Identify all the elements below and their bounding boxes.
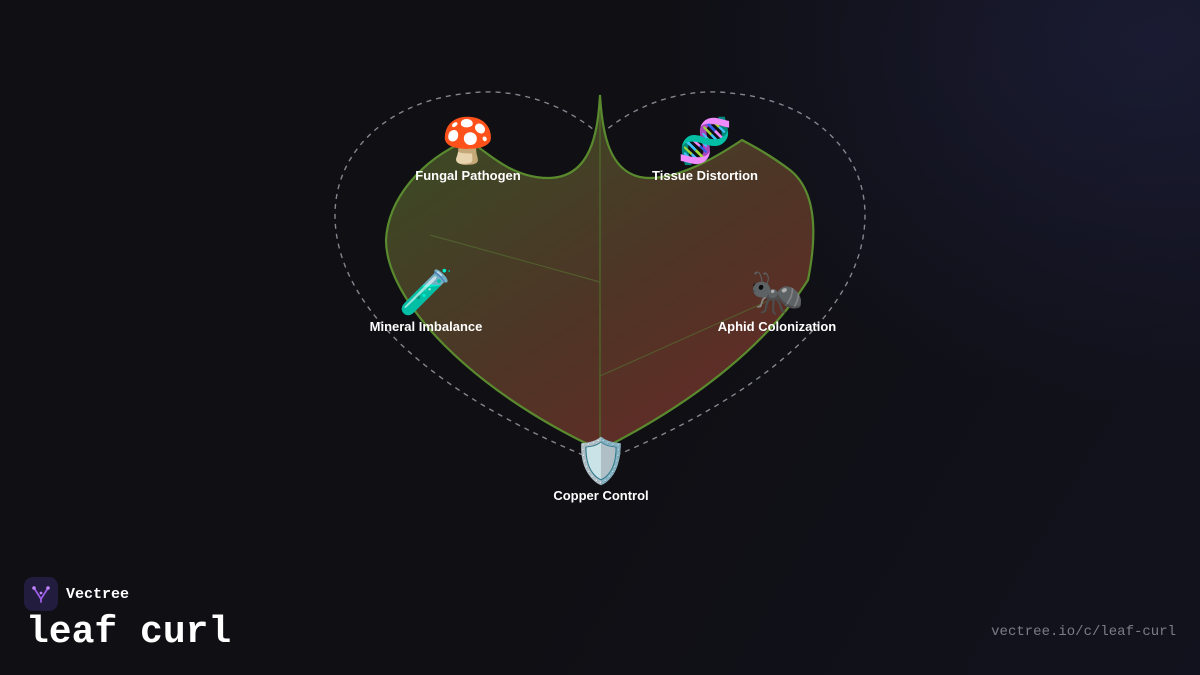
node-label: Copper Control (553, 488, 649, 503)
dashed-ring (334, 91, 866, 463)
node-copper-control: 🛡️ Copper Control (553, 436, 649, 504)
node-label: Aphid Colonization (717, 319, 837, 334)
node-tissue-distortion: 🧬 Tissue Distortion (652, 116, 758, 184)
brand: Vectree (24, 577, 129, 611)
dna-icon: 🧬 (677, 116, 733, 167)
ant-icon: 🐜 (749, 267, 805, 318)
vectree-logo-icon (24, 577, 58, 611)
node-fungal-pathogen: 🍄 Fungal Pathogen (415, 116, 521, 184)
brand-name: Vectree (66, 585, 130, 603)
page-url[interactable]: vectree.io/c/leaf-curl (991, 624, 1176, 640)
shield-icon: 🛡️ (573, 436, 629, 487)
mushroom-icon: 🍄 (440, 116, 496, 167)
test-tube-icon: 🧪 (398, 267, 454, 318)
node-aphid-colonization: 🐜 Aphid Colonization (717, 267, 837, 335)
page-title: leaf curl (26, 611, 232, 654)
node-label: Fungal Pathogen (415, 168, 521, 183)
leaf-vein-right (599, 299, 771, 377)
node-label: Mineral Imbalance (369, 319, 483, 334)
node-mineral-imbalance: 🧪 Mineral Imbalance (369, 267, 483, 335)
node-label: Tissue Distortion (652, 168, 758, 183)
leaf-vein-left (429, 234, 601, 283)
